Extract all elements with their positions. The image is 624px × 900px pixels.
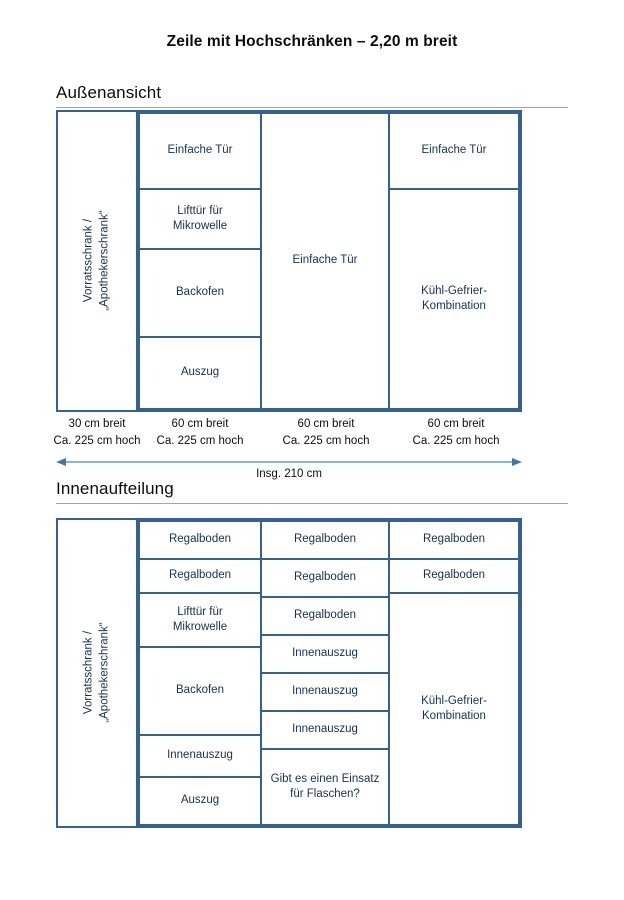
double-arrow-icon bbox=[56, 458, 522, 466]
exterior-column-1: Vorratsschrank / „Apothekerschrank“ bbox=[58, 112, 136, 410]
interior-c3-regalboden-3[interactable]: Regalboden bbox=[260, 596, 390, 636]
exterior-cell-einfache-tuer-1[interactable]: Einfache Tür bbox=[138, 112, 262, 190]
interior-column-1-label: Vorratsschrank / „Apothekerschrank“ bbox=[82, 622, 111, 724]
exterior-cell-auszug[interactable]: Auszug bbox=[138, 336, 262, 410]
interior-c4-kuehl-gefrier-kombination[interactable]: Kühl-Gefrier- Kombination bbox=[388, 592, 520, 826]
interior-c4-regalboden-1[interactable]: Regalboden bbox=[388, 520, 520, 560]
exterior-cell-einfache-tuer-2[interactable]: Einfache Tür bbox=[260, 112, 390, 410]
dimension-label-2: 60 cm breit Ca. 225 cm hoch bbox=[156, 418, 244, 448]
interior-c2-liftuer-mikrowelle[interactable]: Lifttür für Mikrowelle bbox=[138, 592, 262, 648]
page-title: Zeile mit Hochschränken – 2,20 m breit bbox=[166, 33, 458, 50]
interior-c3-regalboden-1[interactable]: Regalboden bbox=[260, 520, 390, 560]
dimension-label-3: 60 cm breit Ca. 225 cm hoch bbox=[282, 418, 370, 448]
section-heading-rule-exterior bbox=[56, 107, 568, 108]
interior-c2-innenauszug[interactable]: Innenauszug bbox=[138, 734, 262, 778]
interior-c3-innenauszug-2[interactable]: Innenauszug bbox=[260, 672, 390, 712]
interior-c4-regalboden-2[interactable]: Regalboden bbox=[388, 558, 520, 594]
interior-c3-innenauszug-1[interactable]: Innenauszug bbox=[260, 634, 390, 674]
section-heading-interior: Innenaufteilung bbox=[56, 479, 174, 498]
interior-diagram: Vorratsschrank / „Apothekerschrank“ Rega… bbox=[56, 518, 522, 828]
interior-c3-regalboden-2[interactable]: Regalboden bbox=[260, 558, 390, 598]
total-width-arrow bbox=[56, 455, 522, 467]
section-heading-exterior: Außenansicht bbox=[56, 83, 162, 102]
interior-c2-backofen[interactable]: Backofen bbox=[138, 646, 262, 736]
exterior-cell-liftuer-mikrowelle[interactable]: Lifttür für Mikrowelle bbox=[138, 188, 262, 250]
interior-c2-regalboden-2[interactable]: Regalboden bbox=[138, 558, 262, 594]
exterior-diagram: Vorratsschrank / „Apothekerschrank“ Einf… bbox=[56, 110, 522, 412]
exterior-cell-backofen[interactable]: Backofen bbox=[138, 248, 262, 338]
interior-c3-flaschen-einsatz-frage[interactable]: Gibt es einen Einsatz für Flaschen? bbox=[260, 748, 390, 826]
interior-column-1: Vorratsschrank / „Apothekerschrank“ bbox=[58, 520, 136, 826]
dimension-label-1: 30 cm breit Ca. 225 cm hoch bbox=[53, 418, 141, 448]
exterior-cell-kuehl-gefrier-kombination[interactable]: Kühl-Gefrier- Kombination bbox=[388, 188, 520, 410]
section-heading-rule-interior bbox=[56, 503, 568, 504]
exterior-column-1-label: Vorratsschrank / „Apothekerschrank“ bbox=[82, 210, 111, 312]
exterior-cell-einfache-tuer-3[interactable]: Einfache Tür bbox=[388, 112, 520, 190]
interior-c2-regalboden-1[interactable]: Regalboden bbox=[138, 520, 262, 560]
total-width-label: Insg. 210 cm bbox=[256, 468, 322, 480]
interior-c3-innenauszug-3[interactable]: Innenauszug bbox=[260, 710, 390, 750]
dimension-label-4: 60 cm breit Ca. 225 cm hoch bbox=[412, 418, 500, 448]
interior-c2-auszug[interactable]: Auszug bbox=[138, 776, 262, 826]
